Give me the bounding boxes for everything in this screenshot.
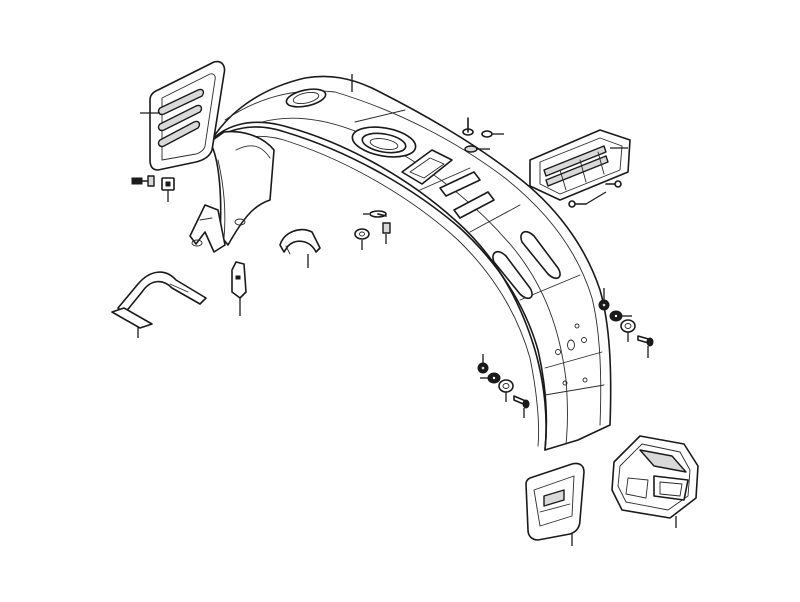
tail-lamp: [611, 435, 699, 528]
bolt-center: [363, 210, 387, 218]
nut-center: [382, 222, 391, 244]
bolt-left: [131, 175, 155, 187]
reflector-plate: [525, 462, 585, 546]
fastener-stack-lower: [477, 354, 530, 418]
small-bracket: [231, 261, 247, 316]
fastener-group-top-right: [462, 117, 504, 153]
vent-panel-left: [140, 60, 226, 171]
washer-center: [354, 228, 370, 250]
fastener-stack-right: [598, 288, 654, 358]
clip-left: [161, 177, 175, 202]
lamp-housing-right: [529, 129, 631, 208]
strap-bracket: [111, 271, 207, 338]
half-pipe-bracket: [279, 228, 321, 268]
main-fender: [189, 74, 612, 451]
